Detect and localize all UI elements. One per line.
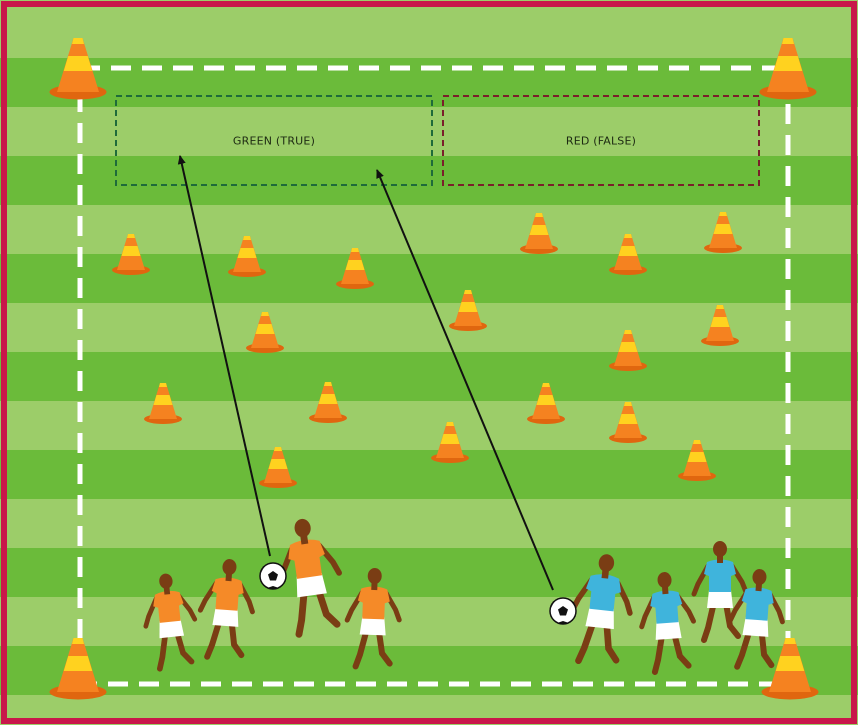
grass-stripe <box>0 450 858 499</box>
pass-arrow-blue <box>376 169 554 591</box>
field-cone <box>259 447 297 488</box>
field-cone <box>701 305 739 346</box>
field-cone <box>520 213 558 254</box>
blue-player <box>691 541 749 643</box>
soccer-ball <box>259 562 287 590</box>
blue-player <box>639 572 696 675</box>
field-cone <box>527 383 565 424</box>
green-zone-box <box>115 95 433 186</box>
green-zone-label: GREEN (TRUE) <box>232 134 316 148</box>
grass-stripe <box>0 646 858 695</box>
blue-player <box>727 569 785 670</box>
orange-player <box>197 559 255 660</box>
field-cone <box>144 383 182 424</box>
soccer-ball <box>549 597 577 625</box>
red-zone-label: RED (FALSE) <box>565 134 637 148</box>
corner-cone <box>761 638 819 700</box>
blue-player <box>570 554 633 665</box>
balls <box>259 562 577 625</box>
field-cone <box>609 234 647 275</box>
corner-cone <box>49 638 107 700</box>
field-cone <box>431 422 469 463</box>
field-cone <box>112 234 150 275</box>
corner-cone <box>49 38 107 100</box>
players <box>143 518 785 675</box>
red-zone-box <box>442 95 760 186</box>
field-cone <box>449 290 487 331</box>
field-cone <box>246 312 284 353</box>
field-cone <box>228 236 266 277</box>
field-cone <box>336 248 374 289</box>
orange-player <box>143 573 198 672</box>
field-cone <box>309 382 347 423</box>
pass-arrow-orange <box>177 155 271 557</box>
grass-stripe <box>0 58 858 107</box>
field-cone <box>704 212 742 253</box>
corner-cone <box>759 38 817 100</box>
field-cone <box>678 440 716 481</box>
grass-stripe <box>0 156 858 205</box>
field-cone <box>609 402 647 443</box>
grass-stripe <box>0 352 858 401</box>
orange-player <box>344 568 402 670</box>
playing-area-boundary <box>77 65 791 687</box>
cones <box>49 38 819 700</box>
field-cone <box>609 330 647 371</box>
